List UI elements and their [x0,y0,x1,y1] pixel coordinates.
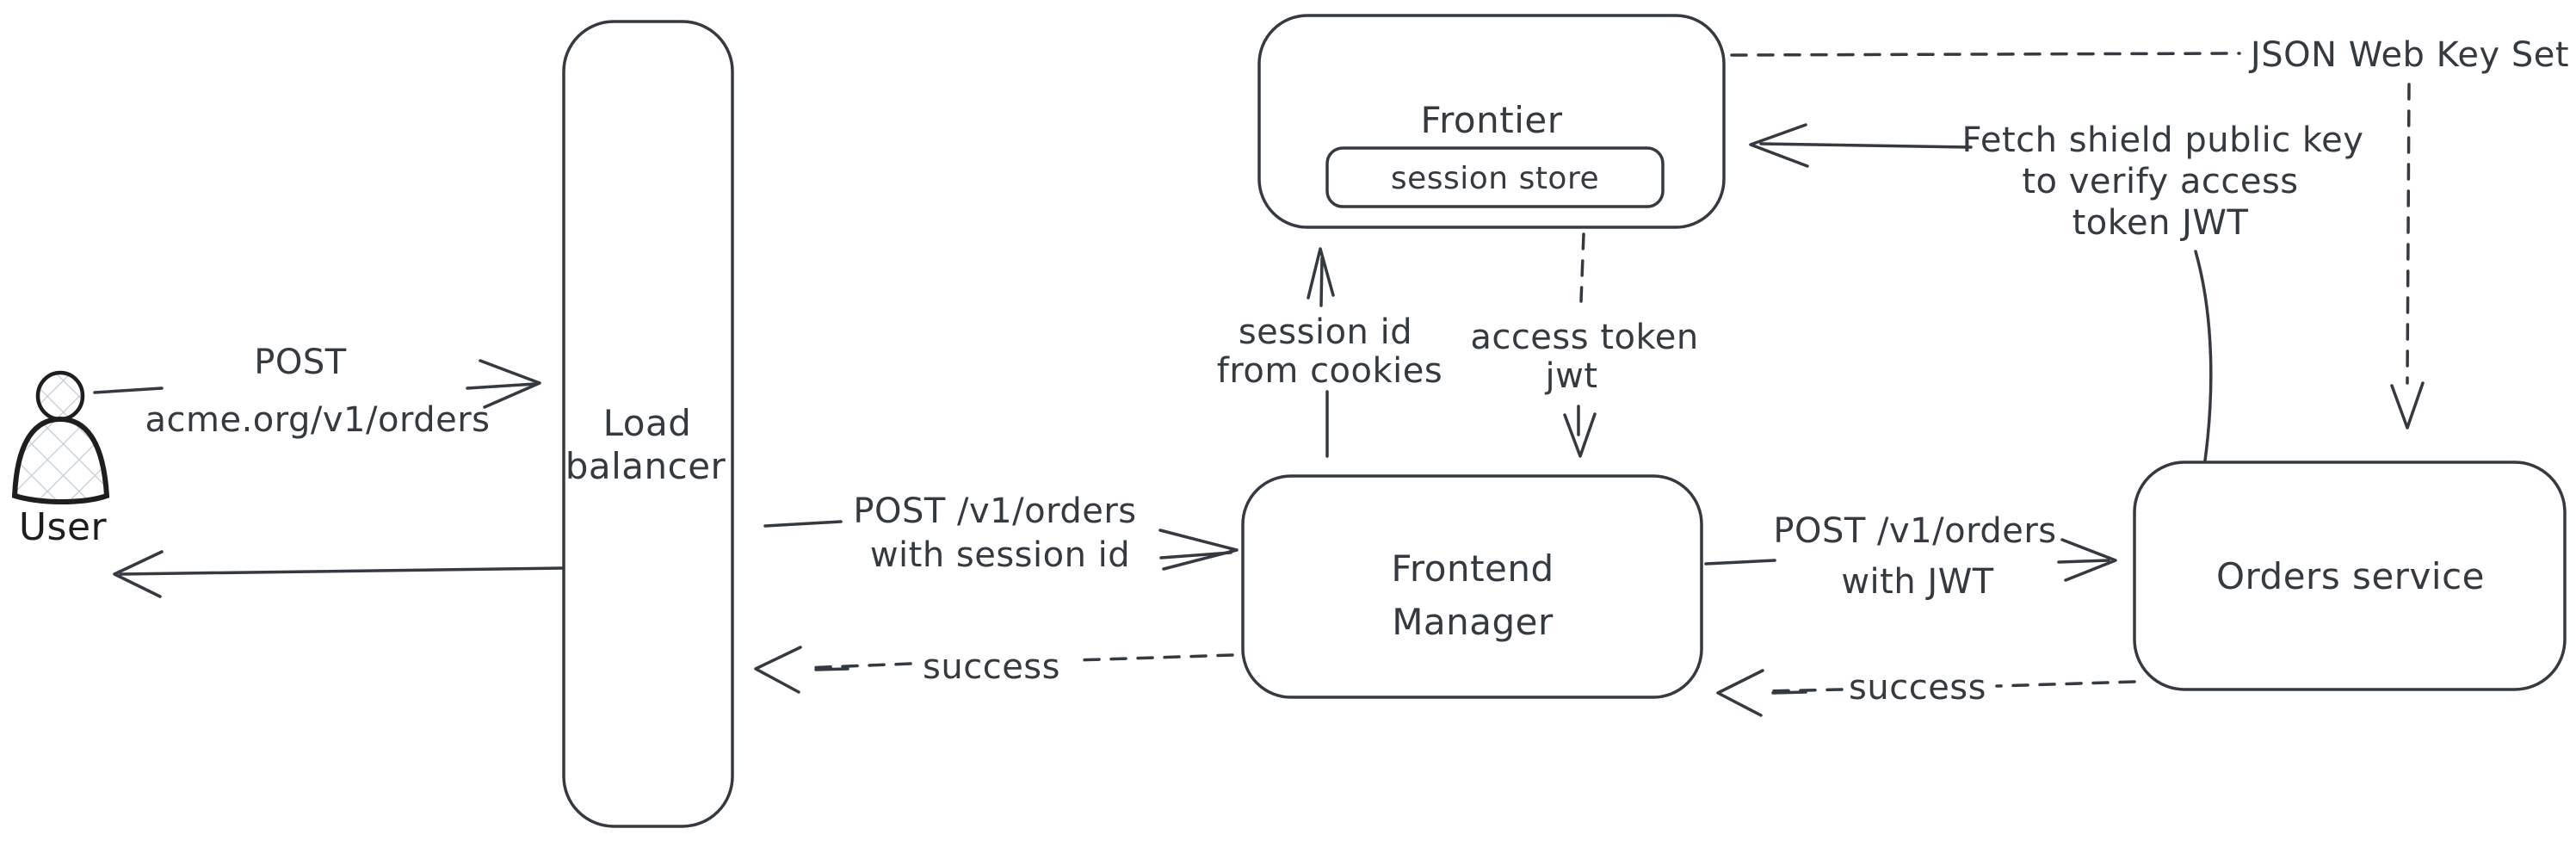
edge-frontend-manager-to-frontier: session id from cookies [1217,247,1442,458]
edge-label-line2: with session id [870,535,1130,575]
node-frontier: Frontier session store [1257,14,1726,229]
edge-label-line2: to verify access [2022,162,2298,201]
session-store-label: session store [1391,161,1599,196]
edge-frontier-to-frontend-manager: access token jwt [1470,232,1698,458]
edge-jwks: JSON Web Key Set [1730,35,2569,430]
node-load-balancer: Load balancer [562,20,734,828]
edge-label-line1: Fetch shield public key [1962,121,2364,160]
edge-orders-service-to-frontend-manager-success: success [1716,668,2136,717]
arrowhead-right-icon [479,359,541,409]
frontier-label: Frontier [1420,99,1562,141]
arrow-segment [763,520,843,528]
user-actor-head-icon [35,370,85,422]
edge-label: success [923,647,1060,687]
arrowhead-left-icon [1749,123,1809,168]
user-actor-body-icon [11,416,110,505]
dashed-horizontal-to-frontier [1730,52,2241,57]
dashed-shaft-left [1764,688,1844,693]
edge-user-to-load-balancer: POST acme.org/v1/orders [93,343,541,440]
arrow-shaft [2057,559,2110,564]
edge-label-line2: with JWT [1841,562,1993,602]
arrow-shaft [466,382,537,390]
jwks-label: JSON Web Key Set [2248,35,2569,75]
edge-label-line1: session id [1239,312,1412,352]
dashed-shaft-right [1074,653,1234,662]
edge-label-line1: POST /v1/orders [1773,511,2056,551]
arrowhead-down-icon [2390,381,2425,430]
node-frontend-manager: Frontend Manager [1241,474,1703,699]
edge-label: success [1849,668,1986,708]
arrowhead-down-icon [1563,412,1597,458]
arrowhead-left-icon [754,646,802,694]
arrow-segment [93,386,164,394]
arrow-shaft-upper [1319,257,1324,307]
load-balancer-label-line2: balancer [565,445,726,487]
frontier-box [1257,14,1726,229]
dashed-shaft-right [1995,680,2136,688]
edge-load-balancer-to-user [113,550,564,598]
frontend-manager-box [1241,474,1703,699]
edge-orders-service-to-frontier: Fetch shield public key to verify access… [1749,121,2364,462]
arrow-segment [1704,559,1776,566]
load-balancer-box [562,20,734,828]
arrowhead-right-icon [2060,538,2117,582]
user-actor: User [11,370,110,549]
edge-frontend-manager-to-orders-service: POST /v1/orders with JWT [1704,511,2117,602]
session-store-box [1325,146,1665,208]
edge-label-line1: access token [1470,318,1698,357]
edge-label-line2: acme.org/v1/orders [145,400,491,440]
inner-dash [814,667,849,671]
frontend-manager-label-line2: Manager [1392,601,1554,643]
orders-service-label: Orders service [2216,555,2485,597]
arrow-curve-from-orders [2194,250,2213,462]
arrowhead-left-icon [113,550,164,598]
node-orders-service: Orders service [2133,461,2567,691]
arrowhead-left-icon [1716,669,1764,717]
arrow-shaft [119,566,564,576]
arrow-shaft [1759,142,1973,149]
edge-label-line2: jwt [1544,356,1597,396]
edge-load-balancer-to-frontend-manager: POST /v1/orders with session id [763,492,1239,575]
inner-dash [1771,690,1807,695]
user-label: User [19,505,108,549]
load-balancer-label-line1: Load [603,402,692,444]
dashed-vertical-to-orders [2406,83,2411,385]
edge-label-line1: POST [254,343,346,382]
dashed-shaft-left [803,662,912,670]
edge-label-line2: from cookies [1217,351,1442,391]
arrowhead-right-icon [1158,529,1239,571]
dashed-shaft-upper [1579,232,1585,303]
arrowhead-up-icon [1307,247,1335,300]
frontend-manager-label-line1: Frontend [1391,547,1554,590]
edge-frontend-manager-to-load-balancer-success: success [754,646,1234,694]
orders-service-box [2133,461,2567,691]
edge-label-line3: token JWT [2073,203,2249,243]
edge-label-line1: POST /v1/orders [853,492,1136,531]
